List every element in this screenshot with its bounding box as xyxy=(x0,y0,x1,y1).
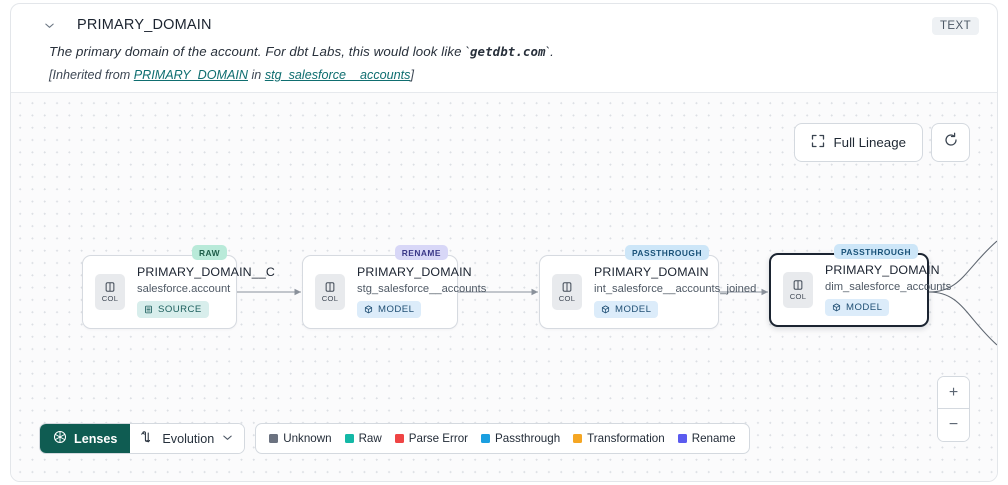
col-chip: COL xyxy=(315,274,345,310)
column-detail-card: PRIMARY_DOMAIN TEXT The primary domain o… xyxy=(10,3,998,482)
zoom-controls: + − xyxy=(937,376,970,442)
source-database-icon xyxy=(145,305,152,314)
legend-label: Parse Error xyxy=(408,432,469,445)
evolution-flow-icon xyxy=(140,430,154,448)
node-subtitle: dim_salesforce_accounts xyxy=(825,281,952,293)
node-badge: PASSTHROUGH xyxy=(833,244,918,259)
legend-label: Transformation xyxy=(587,432,665,445)
col-chip: COL xyxy=(783,272,813,308)
chevron-down-icon[interactable] xyxy=(41,17,57,33)
node-subtitle: salesforce.account xyxy=(137,283,231,295)
full-lineage-label: Full Lineage xyxy=(833,135,906,150)
node-body: PRIMARY_DOMAIN int_salesforce__accounts_… xyxy=(582,265,768,319)
card-header: PRIMARY_DOMAIN TEXT The primary domain o… xyxy=(11,4,997,92)
node-type-tag-label: MODEL xyxy=(378,304,415,315)
lineage-canvas[interactable]: Full Lineage RAW xyxy=(11,92,997,481)
inherited-prefix: [Inherited from xyxy=(49,68,134,82)
lineage-legend: Unknown Raw Parse Error Passthrough xyxy=(255,423,750,454)
lineage-node[interactable]: PASSTHROUGH COL PRIMARY_DOMAIN int_sales… xyxy=(539,245,756,329)
status-badge: TEXT xyxy=(932,17,979,35)
col-chip-label: COL xyxy=(789,292,807,301)
legend-item: Raw xyxy=(344,432,382,445)
inherited-from-line: [Inherited from PRIMARY_DOMAIN in stg_sa… xyxy=(49,68,979,82)
legend-swatch-passthrough xyxy=(481,434,491,443)
node-body: PRIMARY_DOMAIN__C salesforce.account SOU… xyxy=(125,265,287,319)
inherited-column-link[interactable]: PRIMARY_DOMAIN xyxy=(133,68,248,82)
node-type-tag-label: SOURCE xyxy=(158,304,202,315)
lenses-segmented-control: Lenses Evolution xyxy=(39,423,246,454)
legend-swatch-unknown xyxy=(269,434,279,443)
column-icon xyxy=(105,282,115,292)
node-title: PRIMARY_DOMAIN xyxy=(357,265,472,279)
col-chip: COL xyxy=(95,274,125,310)
node-title: PRIMARY_DOMAIN__C xyxy=(137,265,275,279)
legend-label: Unknown xyxy=(283,432,332,445)
column-icon xyxy=(325,282,335,292)
node-type-tag: MODEL xyxy=(357,301,422,318)
model-cube-icon xyxy=(832,303,841,312)
node-subtitle: int_salesforce__accounts_joined xyxy=(594,283,757,295)
legend-item: Passthrough xyxy=(481,432,560,445)
lineage-node[interactable]: RAW COL PRIMARY_DOMAIN__C salesforce.acc… xyxy=(82,245,275,329)
legend-swatch-parse-error xyxy=(394,434,404,443)
chevron-down-icon xyxy=(222,432,233,446)
model-cube-icon xyxy=(364,305,373,314)
description-code: getdbt.com xyxy=(469,44,546,59)
page-title: PRIMARY_DOMAIN xyxy=(77,17,212,33)
node-title: PRIMARY_DOMAIN xyxy=(825,263,940,277)
aperture-icon xyxy=(53,430,67,447)
inherited-suffix: ] xyxy=(410,68,414,82)
model-cube-icon xyxy=(601,305,610,314)
node-body: PRIMARY_DOMAIN stg_salesforce__accounts … xyxy=(345,265,498,319)
node-type-tag: SOURCE xyxy=(137,301,209,318)
description-suffix: `. xyxy=(545,44,554,59)
refresh-icon xyxy=(943,132,959,153)
column-icon xyxy=(793,280,803,290)
lineage-node[interactable]: RENAME COL PRIMARY_DOMAIN stg_salesforce… xyxy=(302,245,486,329)
legend-swatch-raw xyxy=(344,434,354,443)
node-subtitle: stg_salesforce__accounts xyxy=(357,283,487,295)
lenses-label: Lenses xyxy=(74,431,118,446)
col-chip-label: COL xyxy=(101,294,119,303)
legend-swatch-transformation xyxy=(573,434,583,443)
column-description: The primary domain of the account. For d… xyxy=(49,44,979,59)
node-type-tag-label: MODEL xyxy=(615,304,652,315)
legend-item: Transformation xyxy=(573,432,665,445)
expand-icon xyxy=(811,134,825,151)
legend-swatch-rename xyxy=(677,434,687,443)
legend-item: Rename xyxy=(677,432,736,445)
node-type-tag: MODEL xyxy=(594,301,659,318)
legend-label: Passthrough xyxy=(495,432,561,445)
canvas-bottom-bar: Lenses Evolution xyxy=(39,423,750,454)
full-lineage-button[interactable]: Full Lineage xyxy=(793,123,923,162)
canvas-top-controls: Full Lineage xyxy=(793,123,970,162)
legend-item: Unknown xyxy=(269,432,332,445)
zoom-out-button[interactable]: − xyxy=(938,409,969,441)
legend-label: Rename xyxy=(691,432,736,445)
legend-item: Parse Error xyxy=(394,432,469,445)
node-type-tag: MODEL xyxy=(825,299,890,316)
lenses-button[interactable]: Lenses xyxy=(40,424,131,453)
evolution-dropdown[interactable]: Evolution xyxy=(130,424,245,453)
node-badge: RENAME xyxy=(394,245,448,260)
inherited-model-link[interactable]: stg_salesforce__accounts xyxy=(264,68,411,82)
col-chip-label: COL xyxy=(558,294,576,303)
node-badge: PASSTHROUGH xyxy=(624,245,709,260)
node-badge: RAW xyxy=(191,245,227,260)
description-prefix: The primary domain of the account. For d… xyxy=(49,44,470,59)
node-body: PRIMARY_DOMAIN dim_salesforce_accounts M… xyxy=(813,263,963,317)
lineage-node-selected[interactable]: PASSTHROUGH COL PRIMARY_DOMAIN dim_sales… xyxy=(769,244,951,327)
node-type-tag-label: MODEL xyxy=(846,302,883,313)
column-icon xyxy=(562,282,572,292)
legend-label: Raw xyxy=(358,432,382,445)
col-chip: COL xyxy=(552,274,582,310)
evolution-label: Evolution xyxy=(162,431,215,446)
refresh-button[interactable] xyxy=(931,123,970,162)
zoom-in-button[interactable]: + xyxy=(938,377,969,409)
node-title: PRIMARY_DOMAIN xyxy=(594,265,709,279)
col-chip-label: COL xyxy=(321,294,339,303)
inherited-mid: in xyxy=(248,68,265,82)
